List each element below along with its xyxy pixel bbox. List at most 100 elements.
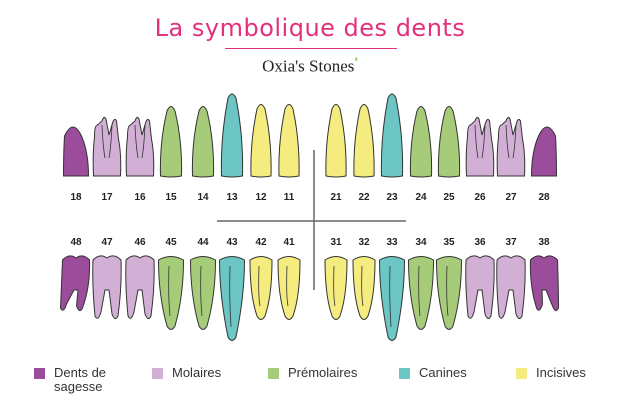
- tooth-number: 38: [538, 237, 550, 248]
- legend-item-incisor: Incisives: [516, 366, 616, 380]
- tooth-root-line: [505, 124, 510, 159]
- legend-swatch: [516, 368, 527, 379]
- upper-tooth-22: [353, 104, 375, 178]
- upper-tooth-15: [159, 106, 183, 178]
- upper-tooth-24: [409, 106, 433, 178]
- upper-tooth-23: [380, 93, 404, 178]
- tooth-root-line: [446, 265, 449, 317]
- tooth-root-line: [134, 124, 139, 159]
- tooth-root-line: [168, 265, 171, 317]
- tooth-number: 27: [505, 192, 517, 203]
- upper-tooth-11: [278, 104, 300, 178]
- tooth-number: 34: [415, 237, 427, 248]
- lower-tooth-41: [277, 256, 301, 320]
- upper-tooth-27: [496, 116, 526, 177]
- tooth-number: 37: [505, 237, 517, 248]
- tooth-number: 35: [443, 237, 455, 248]
- tooth-number: 26: [474, 192, 486, 203]
- lower-tooth-42: [249, 256, 273, 320]
- lower-tooth-45: [157, 256, 185, 330]
- tooth-number: 41: [283, 237, 295, 248]
- tooth-number: 47: [101, 237, 113, 248]
- tooth-number: 46: [134, 237, 146, 248]
- page-title: La symbolique des dents: [154, 14, 466, 42]
- upper-tooth-28: [530, 126, 558, 177]
- tooth-number: 42: [255, 237, 267, 248]
- lower-tooth-43: [218, 256, 246, 341]
- legend-swatch: [399, 368, 410, 379]
- tooth-number: 33: [386, 237, 398, 248]
- upper-arch: [62, 93, 558, 178]
- tooth-number: 14: [197, 192, 209, 203]
- tooth-number: 24: [415, 192, 427, 203]
- leaf-icon: ❛: [354, 56, 358, 68]
- tooth-number: 36: [474, 237, 486, 248]
- tooth-number: 31: [330, 237, 342, 248]
- tooth-number: 28: [538, 192, 550, 203]
- lower-tooth-31: [324, 256, 348, 320]
- tooth-root-line: [361, 265, 364, 307]
- tooth-number: 12: [255, 192, 267, 203]
- legend-label: Molaires: [172, 365, 222, 380]
- tooth-number: 16: [134, 192, 146, 203]
- lower-tooth-34: [407, 256, 435, 330]
- tooth-number: 23: [386, 192, 398, 203]
- tooth-root-line: [101, 124, 106, 159]
- legend-swatch: [34, 368, 45, 379]
- tooth-number: 43: [226, 237, 238, 248]
- tooth-root-line: [333, 265, 336, 307]
- upper-tooth-16: [125, 116, 155, 177]
- title-underline: [225, 48, 397, 49]
- lower-tooth-35: [435, 256, 463, 330]
- lower-tooth-48: [59, 255, 91, 312]
- legend-item-premolar: Prémolaires: [268, 366, 368, 380]
- lower-tooth-37: [496, 255, 526, 320]
- tooth-root-line: [418, 265, 421, 317]
- upper-tooth-25: [437, 106, 461, 178]
- legend-item-canine: Canines: [399, 366, 499, 380]
- legend-label: Incisives: [536, 365, 586, 380]
- tooth-number: 25: [443, 192, 455, 203]
- tooth-number: 15: [165, 192, 177, 203]
- upper-tooth-12: [250, 104, 272, 178]
- legend-label: Prémolaires: [288, 365, 358, 380]
- tooth-number: 11: [284, 192, 295, 203]
- upper-tooth-21: [325, 104, 347, 178]
- tooth-number: 17: [101, 192, 113, 203]
- tooth-root-line: [258, 265, 261, 307]
- tooth-number: 44: [197, 237, 209, 248]
- lower-tooth-44: [189, 256, 217, 330]
- legend-item-molar: Molaires: [152, 366, 252, 380]
- legend-label: Canines: [419, 365, 467, 380]
- upper-tooth-26: [465, 116, 495, 177]
- tooth-root-line: [512, 124, 517, 159]
- tooth-number: 45: [165, 237, 177, 248]
- upper-tooth-18: [62, 126, 90, 177]
- upper-tooth-13: [220, 93, 244, 178]
- tooth-root-line: [474, 124, 479, 159]
- lower-tooth-33: [378, 256, 406, 341]
- legend-swatch: [152, 368, 163, 379]
- upper-tooth-17: [92, 116, 122, 177]
- tooth-root-line: [286, 265, 289, 307]
- tooth-root-line: [141, 124, 146, 159]
- tooth-number: 18: [70, 192, 82, 203]
- tooth-root-line: [200, 265, 203, 317]
- tooth-root-line: [389, 265, 392, 328]
- tooth-number: 13: [226, 192, 238, 203]
- tooth-root-line: [481, 124, 486, 159]
- tooth-root-line: [108, 124, 113, 159]
- legend: Dents de sagesse Molaires Prémolaires Ca…: [30, 366, 610, 406]
- brand-logo: Oxia's Stones❛: [0, 55, 620, 77]
- legend-label: Dents de sagesse: [54, 365, 107, 394]
- brand-name: Oxia's Stones: [262, 56, 355, 76]
- upper-tooth-14: [191, 106, 215, 178]
- lower-tooth-38: [529, 255, 560, 312]
- legend-swatch: [268, 368, 279, 379]
- lower-tooth-36: [465, 255, 495, 320]
- lower-tooth-47: [92, 255, 122, 320]
- tooth-number: 22: [358, 192, 370, 203]
